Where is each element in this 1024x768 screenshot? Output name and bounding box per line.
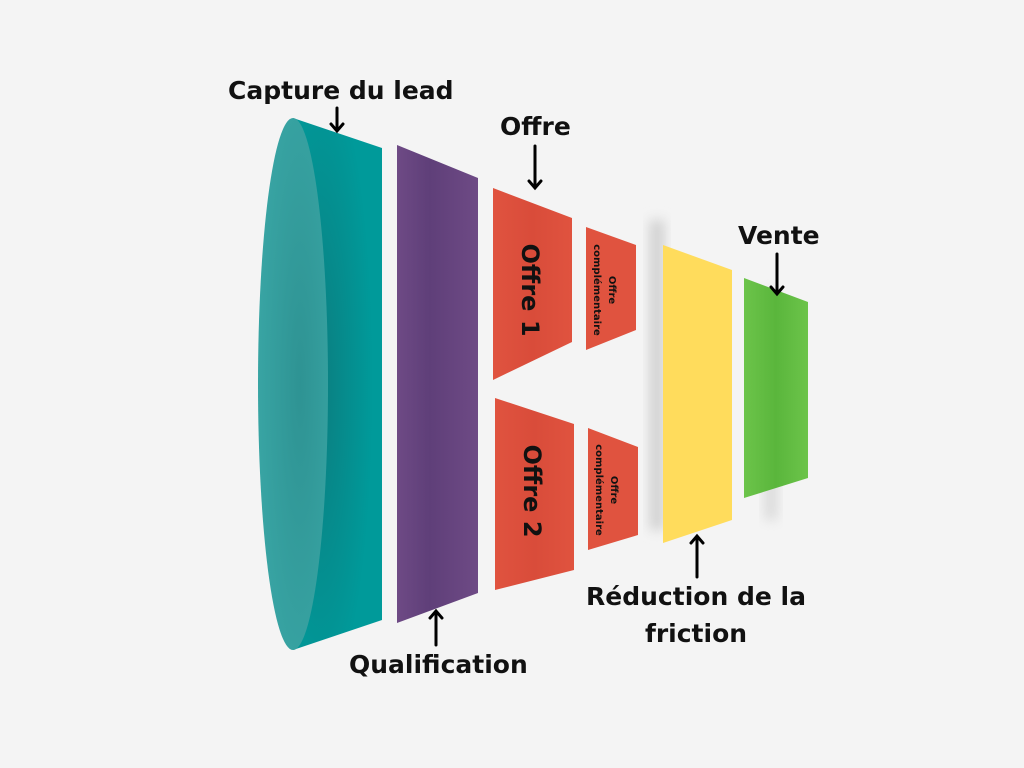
offre2-complementaire-label-line2: complémentaire [593, 444, 605, 536]
reduction-arrow-icon [689, 533, 705, 579]
reduction-segment [663, 245, 732, 543]
offre2-complementaire-label-line1: Offre [608, 476, 619, 505]
vente-arrow-icon [769, 252, 785, 297]
offre1-complementaire-label-line2: complémentaire [591, 244, 603, 336]
capture-label: Capture du lead [228, 76, 454, 105]
offre1-segment [493, 188, 572, 380]
offre-label: Offre [500, 112, 571, 141]
capture-segment [258, 118, 382, 650]
offre2-label: Offre 2 [518, 444, 546, 537]
capture-arrow-icon [329, 106, 345, 134]
reduction-label: Réduction de la friction [586, 582, 806, 648]
qualification-segment [397, 145, 478, 623]
vente-segment [744, 278, 808, 498]
reduction-shadow [650, 220, 664, 530]
offre1-complementaire-segment [586, 227, 636, 350]
qualification-label: Qualification [349, 650, 528, 679]
offre1-label: Offre 1 [516, 243, 544, 336]
qualification-arrow-icon [428, 608, 444, 647]
offre2-segment [495, 398, 574, 590]
vente-label: Vente [738, 221, 820, 250]
offre1-complementaire-label-line1: Offre [606, 276, 617, 305]
offre-arrow-icon [527, 144, 543, 191]
offre2-complementaire-segment [588, 428, 638, 550]
